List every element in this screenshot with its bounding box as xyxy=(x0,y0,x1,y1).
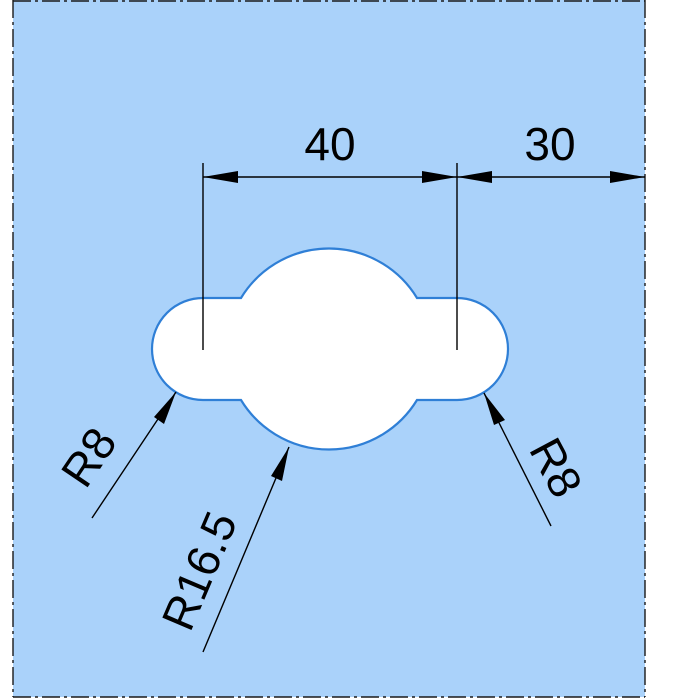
arrowhead-icon xyxy=(203,171,238,183)
center-distance-label: 40 xyxy=(304,118,355,170)
dimension-edge-distance: 30 xyxy=(457,118,645,183)
plate-boundary xyxy=(12,0,646,698)
arrowhead-icon xyxy=(422,171,457,183)
arrowhead-icon xyxy=(484,393,505,425)
edge-distance-label: 30 xyxy=(524,118,575,170)
arrowhead-icon xyxy=(271,447,289,481)
dimension-center-distance: 40 xyxy=(203,118,457,183)
keyhole-cutout xyxy=(150,247,510,451)
arrowhead-icon xyxy=(457,171,492,183)
arrowhead-icon xyxy=(154,392,176,424)
arrowhead-icon xyxy=(610,171,645,183)
